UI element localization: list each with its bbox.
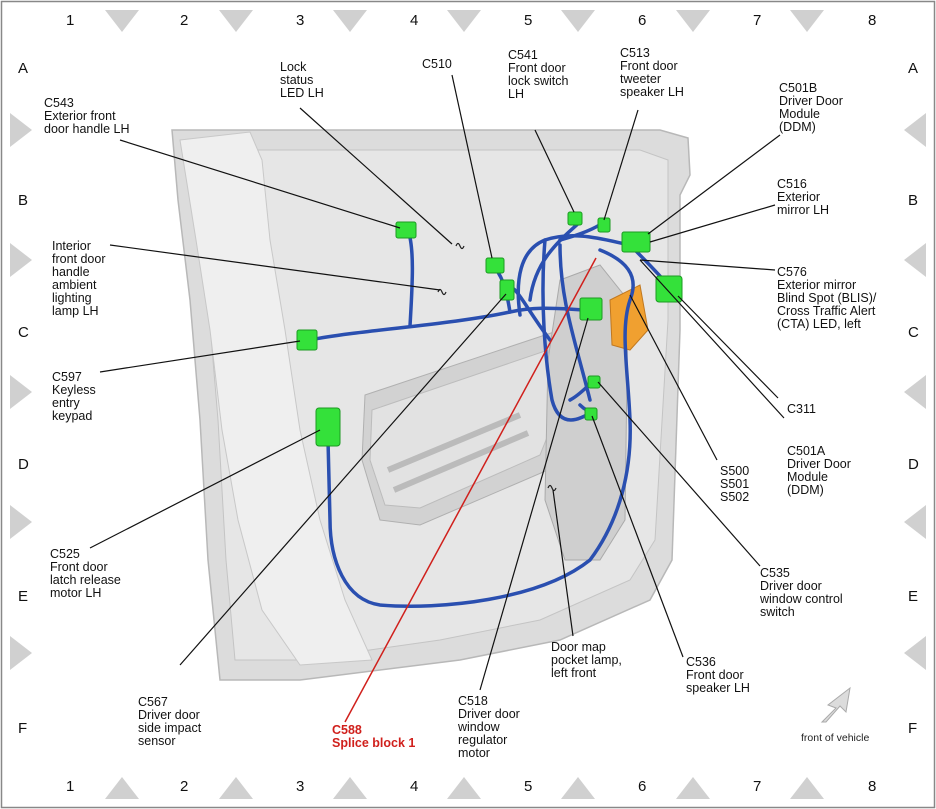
grid-col-7-top: 7 — [753, 12, 762, 29]
connector-c536 — [584, 407, 598, 421]
grid-col-6-bottom: 6 — [638, 778, 647, 795]
connector-c535 — [587, 375, 601, 389]
grid-markers — [10, 10, 926, 799]
grid-row-b-right: B — [908, 192, 919, 209]
grid-col-6-top: 6 — [638, 12, 647, 29]
label-c543: C543 Exterior front door handle LH — [44, 96, 130, 136]
label-c518: C518 Driver door window regulator motor — [458, 694, 520, 760]
connector-c543 — [395, 221, 417, 239]
label-c597: C597 Keyless entry keypad — [52, 370, 96, 423]
grid-row-f-left: F — [18, 720, 28, 737]
label-c536: C536 Front door speaker LH — [686, 655, 750, 695]
front-of-vehicle-label: front of vehicle — [801, 732, 870, 744]
grid-col-2-top: 2 — [180, 12, 189, 29]
grid-row-e-right: E — [908, 588, 919, 605]
grid-col-2-bottom: 2 — [180, 778, 189, 795]
grid-col-4-bottom: 4 — [410, 778, 419, 795]
connector-c518 — [579, 297, 603, 321]
label-c588: C588 Splice block 1 — [332, 723, 416, 750]
label-c576: C576 Exterior mirror Blind Spot (BLIS)/ … — [777, 265, 877, 331]
front-of-vehicle-arrow-icon — [820, 686, 851, 723]
label-interior-lamp: Interior front door handle ambient light… — [52, 239, 106, 318]
grid-row-e-left: E — [18, 588, 29, 605]
grid-col-5-bottom: 5 — [524, 778, 533, 795]
grid-row-c-right: C — [908, 324, 919, 341]
grid-col-3-bottom: 3 — [296, 778, 305, 795]
connector-c541 — [567, 211, 583, 226]
label-c311: C311 — [787, 402, 816, 416]
label-s500-s502: S500 S501 S502 — [720, 464, 750, 504]
grid-row-d-right: D — [908, 456, 919, 473]
label-c525: C525 Front door latch release motor LH — [50, 547, 121, 600]
grid-col-8-bottom: 8 — [868, 778, 877, 795]
leader-lines — [89, 74, 785, 691]
grid-row-b-left: B — [18, 192, 29, 209]
label-c501a: C501A Driver Door Module (DDM) — [787, 444, 851, 497]
connector-c501b — [621, 231, 651, 253]
grid-col-7-bottom: 7 — [753, 778, 762, 795]
grid-col-5-top: 5 — [524, 12, 533, 29]
grid-col-1-bottom: 1 — [66, 778, 75, 795]
label-c501b: C501B Driver Door Module (DDM) — [779, 81, 843, 134]
grid-row-c-left: C — [18, 324, 29, 341]
connector-c525 — [315, 407, 341, 447]
leader-line-c588 — [344, 257, 597, 723]
label-c541: C541 Front door lock switch LH — [508, 48, 569, 101]
label-c510: C510 — [422, 57, 452, 71]
grid-col-3-top: 3 — [296, 12, 305, 29]
connector-c597 — [296, 329, 318, 351]
connector-c510 — [485, 257, 505, 274]
connector-c576 — [655, 275, 683, 303]
grid-row-a-left: A — [18, 60, 29, 77]
door-panel — [171, 129, 691, 681]
connector-interior-lamp — [499, 279, 515, 301]
label-door-map-lamp: Door map pocket lamp, left front — [551, 640, 622, 680]
connector-c513 — [597, 217, 611, 233]
grid-col-1-top: 1 — [66, 12, 75, 29]
grid-row-f-right: F — [908, 720, 918, 737]
label-c513: C513 Front door tweeter speaker LH — [620, 46, 684, 99]
grid-row-a-right: A — [908, 60, 919, 77]
label-c567: C567 Driver door side impact sensor — [138, 695, 202, 748]
grid-col-4-top: 4 — [410, 12, 419, 29]
grid-col-8-top: 8 — [868, 12, 877, 29]
label-lock-status-led: Lock status LED LH — [280, 60, 324, 100]
label-c516: C516 Exterior mirror LH — [777, 177, 830, 217]
label-c535: C535 Driver door window control switch — [760, 566, 843, 619]
grid-row-d-left: D — [18, 456, 29, 473]
